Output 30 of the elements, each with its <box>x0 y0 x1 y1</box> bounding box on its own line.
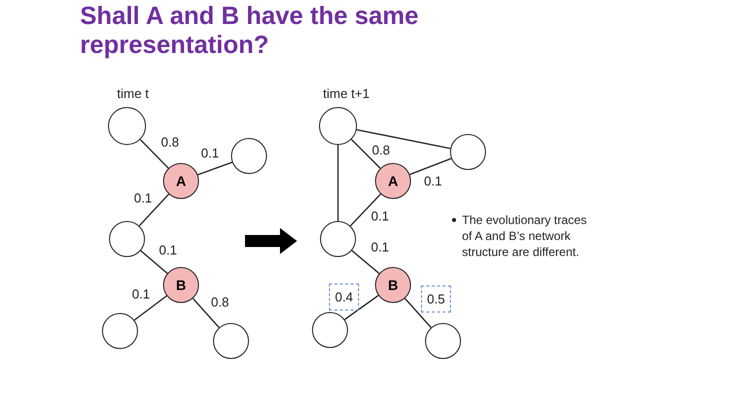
edge-label: 0.1 <box>424 174 442 188</box>
bullet-text: The evolutionary traces of A and B’s network structure are different. <box>462 212 588 260</box>
graph-edge <box>138 194 170 226</box>
time-label: time t+1 <box>323 87 370 100</box>
edge-label: 0.8 <box>372 144 390 156</box>
edge-label: 0.1 <box>158 244 178 256</box>
graph-edge <box>140 139 169 169</box>
graph-edge <box>351 250 380 274</box>
slide-title: Shall A and B have the same representation? <box>80 2 420 60</box>
graph-edge <box>337 145 339 221</box>
edge-label: 0.4 <box>328 284 360 310</box>
edge-label: 0.5 <box>420 286 452 312</box>
graph-edge <box>192 298 220 328</box>
graph-edge <box>198 162 232 176</box>
edge-label: 0.8 <box>210 296 230 308</box>
graph-edge <box>350 138 381 169</box>
graph-edge <box>140 250 168 274</box>
graph-edge <box>134 295 168 321</box>
graph-edge <box>404 298 432 328</box>
edge-label: 0.1 <box>370 210 390 222</box>
graph-edge <box>344 294 379 320</box>
graph-edge <box>350 194 382 226</box>
edge-label: 0.8 <box>160 136 180 148</box>
graph-edge <box>356 129 450 150</box>
time-label: time t <box>117 87 149 100</box>
edge-label: 0.1 <box>200 146 220 160</box>
edge-label: 0.1 <box>370 240 390 254</box>
edge-label: 0.1 <box>132 288 150 300</box>
graph-edge <box>410 158 452 176</box>
edge-label: 0.1 <box>134 192 152 204</box>
